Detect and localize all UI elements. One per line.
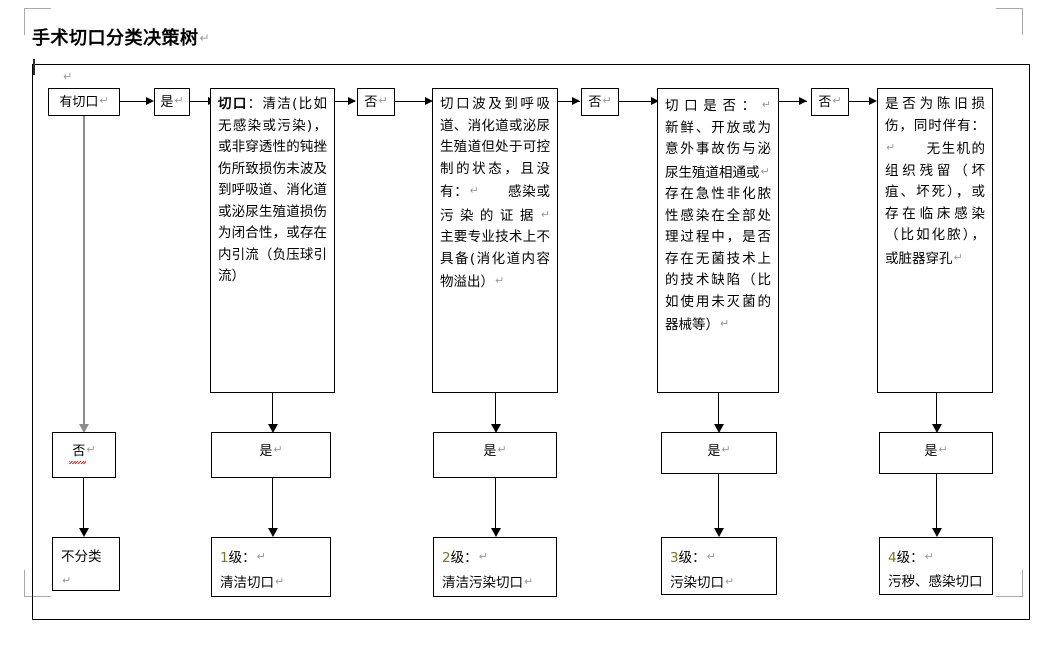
node-result-1-text: 清洁切口↵	[220, 575, 285, 591]
node-result-2-level-label: 级：↵	[450, 550, 488, 566]
connector-gate3-to-result3	[718, 474, 719, 533]
node-result-1[interactable]: 1级：↵ 清洁切口↵	[211, 537, 331, 597]
node-gate-3-label: 是↵	[707, 443, 731, 459]
node-result-2-text: 清洁污染切口↵	[442, 575, 534, 591]
node-no-2-label: 否↵	[588, 94, 612, 110]
node-result-4-text: 污秽、感染切口↵	[888, 574, 983, 590]
connector-gate2-to-result2	[495, 478, 496, 533]
node-result-1-level: 1级：↵	[220, 545, 322, 570]
node-result-4[interactable]: 4级：↵ 污秽、感染切口↵	[879, 537, 993, 595]
node-result-2-level-number: 2	[442, 550, 451, 566]
node-gate-4-label: 是↵	[924, 443, 948, 459]
node-result-3[interactable]: 3级：↵ 污染切口↵	[661, 537, 777, 595]
connector-q1-to-no1	[335, 101, 355, 102]
node-gate-2-label: 是↵	[483, 443, 507, 459]
node-gate-1[interactable]: 是↵	[211, 432, 331, 478]
arrowhead-gate3-to-result3	[714, 528, 724, 537]
node-no-2[interactable]: 否↵	[581, 88, 619, 116]
connector-no3-to-q4	[849, 101, 875, 102]
node-question-1[interactable]: 切口：清洁(比如无感染或污染)，或非穿透性的钝挫伤所致损伤未波及到呼吸道、消化道…	[210, 88, 335, 393]
node-question-1-text: 切口：清洁(比如无感染或污染)，或非穿透性的钝挫伤所致损伤未波及到呼吸道、消化道…	[218, 96, 327, 284]
node-question-3[interactable]: 切口是否：↵ 新鲜、开放或为意外事故伤与泌尿生殖道相通或↵ 存在急性非化脓性感染…	[657, 88, 779, 393]
arrowhead-no1-to-q2	[425, 97, 433, 105]
arrowhead-q4-to-gate4	[932, 424, 942, 433]
node-no-1[interactable]: 否↵	[357, 88, 395, 116]
pilcrow-mark-frame: ↵	[63, 70, 73, 83]
node-result-3-level-number: 3	[670, 550, 679, 566]
arrowhead-gate2-to-result2	[491, 528, 501, 537]
node-no-1-label: 否↵	[364, 94, 388, 110]
arrowhead-no2-to-q3	[651, 97, 659, 105]
connector-q3-to-gate3	[718, 393, 719, 431]
crop-mark-bottom-left	[24, 570, 51, 597]
arrowhead-q1-to-gate1	[268, 424, 278, 433]
node-question-4[interactable]: 是否为陈旧损伤，同时伴有：↵ 无生机的组织残留（坏疽、坏死），或存在临床感染（比…	[877, 88, 993, 393]
connector-gate4-to-result4	[936, 474, 937, 533]
arrowhead-q2-to-gate2	[491, 424, 501, 433]
arrowhead-q2-to-no2	[572, 97, 580, 105]
node-gate-0[interactable]: 否↵	[52, 432, 116, 478]
connector-no1-to-q2	[395, 101, 425, 102]
connector-no2-to-q3	[619, 101, 651, 102]
arrowhead-gate0-to-result0	[79, 528, 89, 537]
connector-start-to-gate0	[83, 116, 85, 431]
node-no-3-label: 否↵	[818, 94, 842, 110]
node-result-3-level: 3级：↵	[670, 545, 768, 570]
connector-q3-to-no3	[779, 101, 807, 102]
node-question-3-text: 切口是否：↵ 新鲜、开放或为意外事故伤与泌尿生殖道相通或↵ 存在急性非化脓性感染…	[665, 98, 771, 333]
text-caret	[33, 59, 35, 75]
connector-q2-to-gate2	[495, 393, 496, 431]
node-result-4-level-label: 级：↵	[896, 550, 934, 566]
pilcrow-mark: ↵	[199, 31, 211, 45]
node-result-3-level-label: 级：↵	[678, 550, 716, 566]
node-gate-0-label: 否↵	[72, 443, 96, 459]
arrowhead-gate4-to-result4	[932, 528, 942, 537]
node-no-3[interactable]: 否↵	[811, 88, 849, 116]
crop-mark-top-right	[996, 8, 1023, 35]
page-title-text: 手术切口分类决策树	[32, 28, 199, 49]
node-result-0-text: 不分类↵	[61, 549, 102, 587]
arrowhead-q3-to-gate3	[714, 424, 724, 433]
node-gate-2[interactable]: 是↵	[433, 432, 557, 478]
node-result-3-text: 污染切口↵	[670, 575, 735, 591]
node-result-0[interactable]: 不分类↵	[52, 537, 120, 591]
arrowhead-q1-to-no1	[348, 97, 356, 105]
arrowhead-start-to-gate0	[79, 424, 89, 433]
arrowhead-no3-to-q4	[869, 97, 877, 105]
node-start[interactable]: 有切口↵	[48, 88, 120, 116]
connector-start-to-yes1	[120, 101, 146, 102]
page-title: 手术切口分类决策树↵	[32, 27, 210, 50]
arrowhead-q3-to-no3	[799, 97, 807, 105]
node-yes-1[interactable]: 是↵	[154, 88, 190, 116]
node-start-label: 有切口↵	[59, 94, 109, 110]
flowchart-frame	[32, 64, 1030, 620]
node-result-4-level: 4级：↵	[888, 545, 984, 570]
node-result-1-level-number: 1	[220, 550, 229, 566]
node-gate-1-label: 是↵	[259, 443, 283, 459]
spell-error-underline	[69, 461, 86, 464]
crop-mark-top-left	[24, 8, 51, 35]
connector-q2-to-no2	[558, 101, 580, 102]
connector-gate1-to-result1	[272, 478, 273, 533]
arrowhead-start-to-yes1	[146, 97, 154, 105]
connector-q1-to-gate1	[272, 393, 273, 431]
node-gate-3[interactable]: 是↵	[661, 432, 777, 474]
crop-mark-bottom-right	[996, 570, 1023, 597]
node-result-1-level-label: 级：↵	[228, 550, 266, 566]
node-gate-4[interactable]: 是↵	[879, 432, 993, 474]
node-result-4-level-number: 4	[888, 550, 897, 566]
node-result-2[interactable]: 2级：↵ 清洁污染切口↵	[433, 537, 557, 597]
node-result-2-level: 2级：↵	[442, 545, 548, 570]
node-question-2[interactable]: 切口波及到呼吸道、消化道或泌尿生殖道但处于可控制的状态，且没有：↵ 感染或污染的…	[432, 88, 558, 393]
connector-yes1-to-q1	[190, 101, 208, 102]
node-yes-1-label: 是↵	[160, 94, 184, 110]
node-question-4-text: 是否为陈旧损伤，同时伴有：↵ 无生机的组织残留（坏疽、坏死），或存在临床感染（比…	[885, 96, 985, 267]
connector-gate0-to-result0	[83, 478, 84, 533]
arrowhead-gate1-to-result1	[268, 528, 278, 537]
connector-q4-to-gate4	[936, 393, 937, 431]
node-question-2-text: 切口波及到呼吸道、消化道或泌尿生殖道但处于可控制的状态，且没有：↵ 感染或污染的…	[440, 96, 551, 290]
